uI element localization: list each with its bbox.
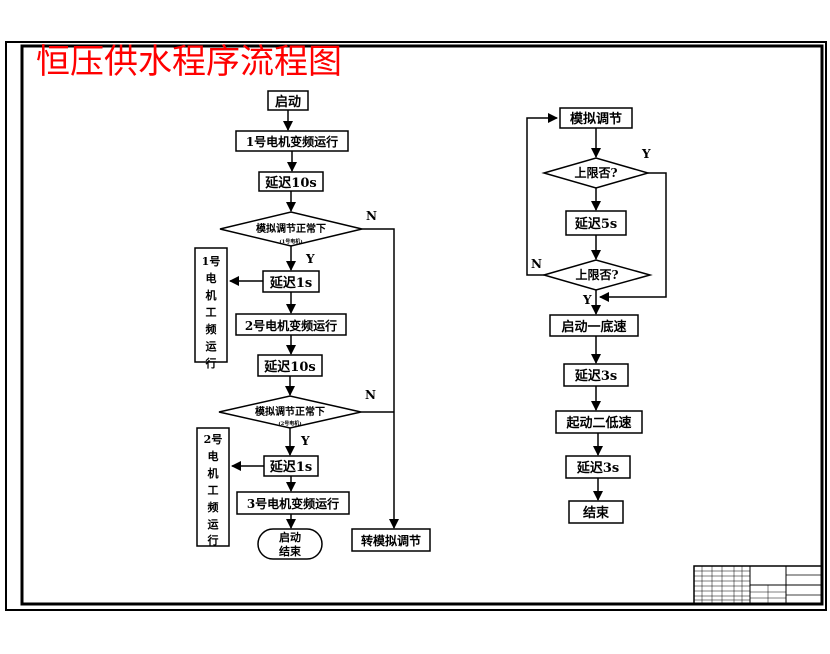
upper2-label: 上限否? [575, 267, 618, 282]
decision1-yes-label: Y [305, 252, 315, 266]
start-label: 启动 [275, 94, 301, 110]
decision1-no-label: N [366, 209, 377, 223]
delay6-label: 延迟3s [574, 368, 617, 384]
end-label: 结束 [583, 505, 610, 521]
start-low1-box [549, 314, 639, 337]
svg-text:行: 行 [205, 356, 217, 370]
decision2-no-label: N [365, 388, 376, 402]
delay1-label: 延迟10s [264, 175, 316, 191]
svg-text:2号: 2号 [204, 433, 223, 446]
title-block [693, 565, 823, 605]
goto-analog-label: 转模拟调节 [361, 533, 421, 548]
decision1-note: (1号电机) [279, 238, 302, 245]
motor2-line-freq-text: 2号 电 机 工 频 运 行 [204, 433, 223, 547]
svg-text:工: 工 [208, 484, 219, 497]
delay5-label: 延迟5s [574, 216, 617, 232]
svg-text:运: 运 [206, 340, 217, 353]
svg-text:电: 电 [206, 271, 217, 285]
upper2-diamond [541, 259, 653, 291]
end-label-line2: 结束 [278, 544, 302, 558]
page-title: 恒压供水程序流程图 [36, 42, 342, 82]
start-low2-label: 起动二低速 [565, 415, 631, 431]
goto-analog-box [351, 528, 431, 552]
decision1-label: 模拟调节正常下 [256, 222, 326, 235]
decision2-label: 模拟调节正常下 [255, 405, 325, 418]
inner-border [20, 44, 824, 606]
delay2-label: 延迟1s [269, 275, 312, 291]
motor3-vf-box [236, 491, 350, 515]
motor1-line-freq-text: 1号 电 机 工 频 运 行 [202, 255, 221, 370]
delay4-label: 延迟1s [269, 459, 312, 475]
end-label-line1: 启动 [279, 530, 301, 544]
delay3-label: 延迟10s [263, 359, 315, 375]
analog-label: 模拟调节 [570, 111, 622, 127]
svg-text:1号: 1号 [202, 255, 221, 268]
end-terminator [257, 528, 323, 560]
svg-text:频: 频 [208, 500, 219, 514]
motor3-vf-label: 3号电机变频运行 [247, 496, 339, 511]
start-low1-label: 启动一底速 [561, 319, 626, 335]
svg-text:运: 运 [208, 518, 219, 531]
start-low2-box [555, 410, 643, 434]
svg-text:工: 工 [206, 306, 217, 319]
delay7-label: 延迟3s [576, 460, 619, 476]
motor2-vf-label: 2号电机变频运行 [245, 318, 337, 333]
svg-text:行: 行 [207, 533, 219, 547]
upper2-no-loop [526, 113, 558, 276]
upper2-yes-label: Y [582, 293, 592, 307]
svg-text:频: 频 [206, 322, 217, 336]
upper1-label: 上限否? [574, 165, 617, 180]
no-branch-line [362, 228, 399, 529]
svg-text:机: 机 [208, 466, 219, 480]
end-box [568, 500, 624, 524]
decision2-note: (2号电机) [278, 420, 301, 427]
upper2-no-label: N [531, 257, 542, 271]
delay5-box [565, 210, 627, 236]
motor2-line-freq-box [196, 427, 230, 547]
upper1-yes-label: Y [641, 147, 651, 161]
svg-text:机: 机 [206, 288, 217, 302]
motor1-line-freq-box [194, 247, 228, 363]
motor1-vf-label: 1号电机变频运行 [246, 134, 338, 149]
outer-border [5, 41, 827, 611]
decision2-yes-label: Y [300, 434, 310, 448]
upper1-yes-line [599, 172, 667, 302]
svg-text:电: 电 [208, 449, 219, 463]
